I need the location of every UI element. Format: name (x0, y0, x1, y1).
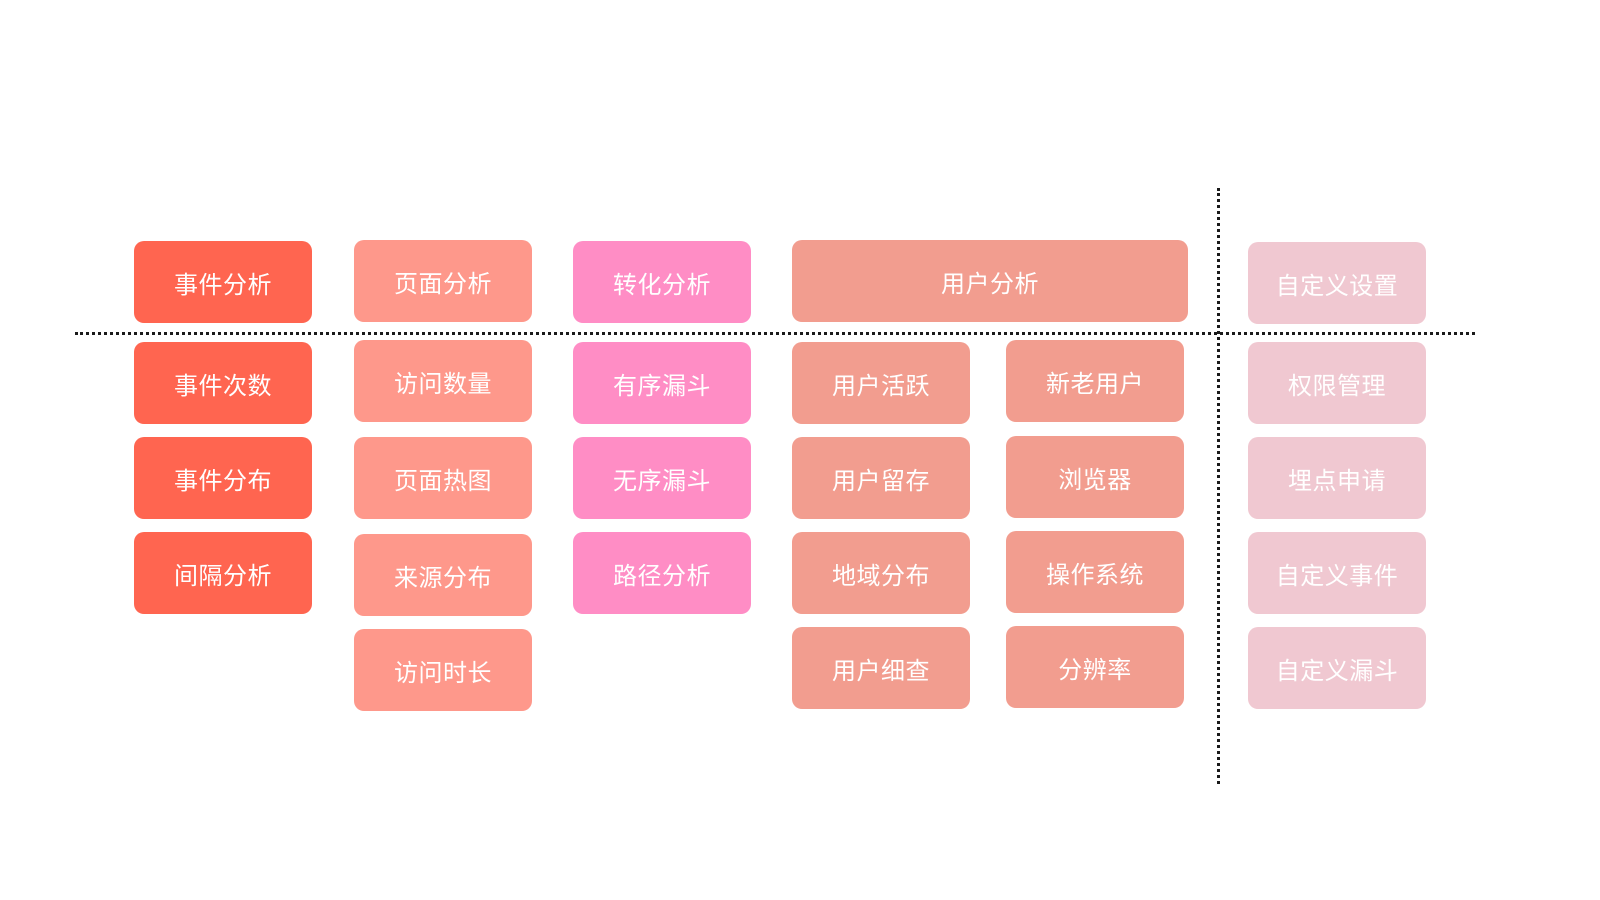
new-old-users-button[interactable]: 新老用户 (1006, 340, 1184, 422)
visit-count-button[interactable]: 访问数量 (354, 340, 532, 422)
custom-funnel-button[interactable]: 自定义漏斗 (1248, 627, 1426, 709)
event-analysis-header[interactable]: 事件分析 (134, 241, 312, 323)
conversion-analysis-header[interactable]: 转化分析 (573, 241, 751, 323)
unordered-funnel-button[interactable]: 无序漏斗 (573, 437, 751, 519)
user-lookup-button[interactable]: 用户细查 (792, 627, 970, 709)
page-heatmap-button[interactable]: 页面热图 (354, 437, 532, 519)
path-analysis-button[interactable]: 路径分析 (573, 532, 751, 614)
page-analysis-header[interactable]: 页面分析 (354, 240, 532, 322)
user-activity-button[interactable]: 用户活跃 (792, 342, 970, 424)
permission-management-button[interactable]: 权限管理 (1248, 342, 1426, 424)
operating-system-button[interactable]: 操作系统 (1006, 531, 1184, 613)
event-count-button[interactable]: 事件次数 (134, 342, 312, 424)
browser-button[interactable]: 浏览器 (1006, 436, 1184, 518)
source-distribution-button[interactable]: 来源分布 (354, 534, 532, 616)
interval-analysis-button[interactable]: 间隔分析 (134, 532, 312, 614)
horizontal-divider (75, 332, 1475, 335)
ordered-funnel-button[interactable]: 有序漏斗 (573, 342, 751, 424)
vertical-divider (1217, 188, 1220, 784)
resolution-button[interactable]: 分辨率 (1006, 626, 1184, 708)
region-distribution-button[interactable]: 地域分布 (792, 532, 970, 614)
tracking-request-button[interactable]: 埋点申请 (1248, 437, 1426, 519)
user-analysis-header[interactable]: 用户分析 (792, 240, 1188, 322)
event-distribution-button[interactable]: 事件分布 (134, 437, 312, 519)
custom-settings-header[interactable]: 自定义设置 (1248, 242, 1426, 324)
visit-duration-button[interactable]: 访问时长 (354, 629, 532, 711)
user-retention-button[interactable]: 用户留存 (792, 437, 970, 519)
custom-event-button[interactable]: 自定义事件 (1248, 532, 1426, 614)
